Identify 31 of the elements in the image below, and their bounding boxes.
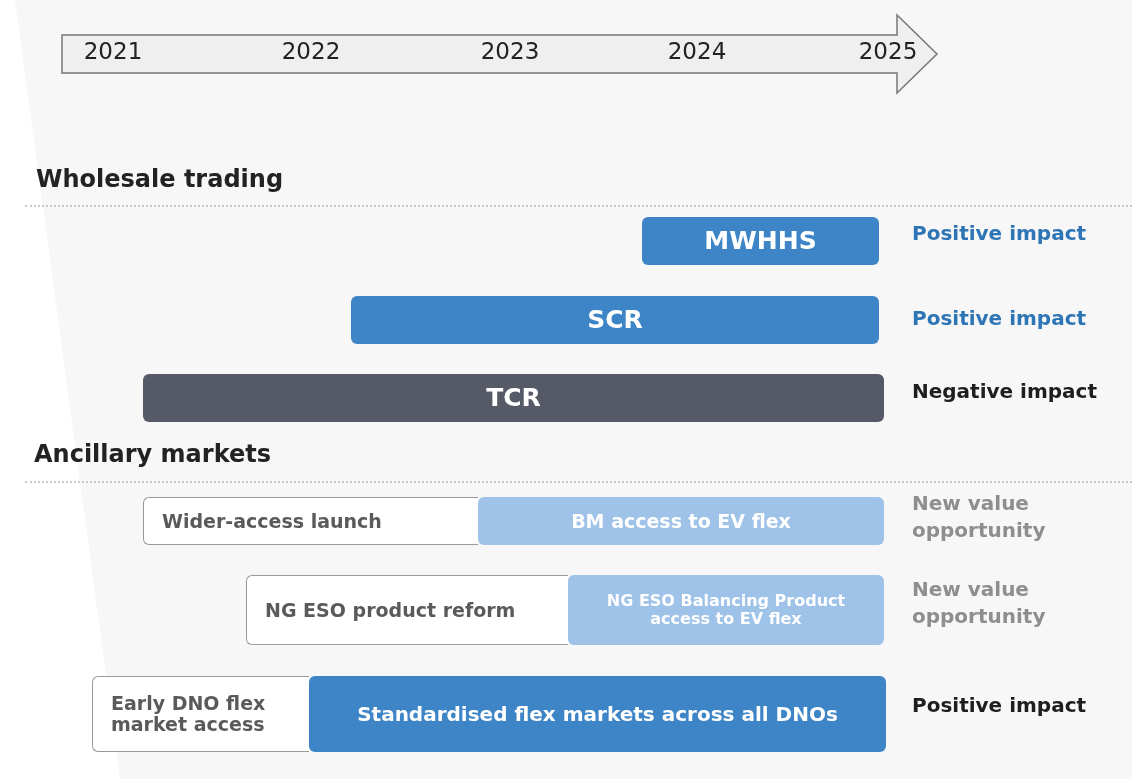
section-heading: Wholesale trading [36, 165, 284, 193]
timeline-bar [143, 497, 478, 545]
bar-label: Standardised flex markets across all DNOs [357, 703, 838, 725]
bar-label: Wider-access launch [161, 510, 382, 532]
impact-label: Positive impact [912, 692, 1088, 719]
year-label: 2022 [281, 38, 341, 64]
impact-label: Negative impact [912, 378, 1099, 405]
bar-label: TCR [486, 384, 541, 412]
bar-label: NG ESO product reform [264, 599, 516, 621]
bar-label: Early DNO flex market access [110, 693, 267, 735]
bar-label: NG ESO Balancing Product access to EV flex [606, 592, 846, 628]
section-heading: Ancillary markets [34, 440, 271, 468]
impact-label: New value opportunity [912, 490, 1047, 544]
bar-label: MWHHS [704, 227, 817, 255]
impact-label: New value opportunity [912, 576, 1047, 630]
timeline-bar [351, 296, 879, 344]
timeline-bar [246, 575, 568, 645]
impact-label: Positive impact [912, 220, 1088, 247]
bar-label: SCR [587, 306, 643, 334]
timeline-bar [478, 497, 884, 545]
impact-label: Positive impact [912, 305, 1088, 332]
timeline-bar [642, 217, 879, 265]
timeline-bar [143, 374, 884, 422]
year-label: 2023 [480, 38, 540, 64]
timeline-bar [568, 575, 884, 645]
year-label: 2021 [83, 38, 143, 64]
year-label: 2025 [858, 38, 918, 64]
timeline-bar [309, 676, 886, 752]
timeline-bar [92, 676, 309, 752]
year-label: 2024 [667, 38, 727, 64]
bar-label: BM access to EV flex [571, 510, 791, 532]
